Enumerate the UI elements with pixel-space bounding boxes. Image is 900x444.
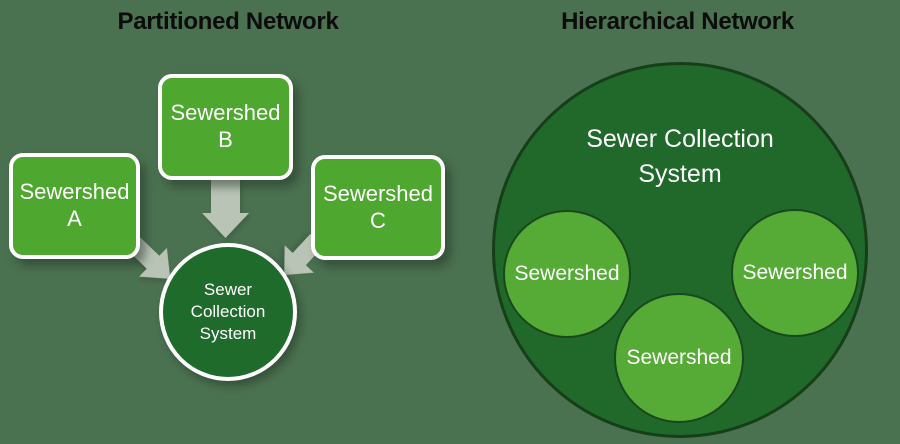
sewershed-b-label-line2: B — [218, 127, 233, 152]
sewershed-a-box: Sewershed A — [9, 153, 140, 259]
sewershed-b-box: Sewershed B — [158, 74, 293, 180]
sewershed-circle-left-label: Sewershed — [514, 262, 620, 285]
sewershed-circle-left: Sewershed — [503, 210, 631, 338]
center-circle-label-line2: Collection — [190, 302, 266, 322]
sewershed-circle-right: Sewershed — [731, 209, 859, 337]
sewershed-c-box: Sewershed C — [311, 155, 445, 260]
sewer-collection-system-node: Sewer Collection System — [159, 243, 297, 381]
center-circle-label-line1: Sewer — [203, 280, 253, 300]
outer-circle-label: Sewer Collection System — [530, 122, 830, 192]
outer-circle-label-line1: Sewer Collection — [586, 125, 774, 153]
sewershed-c-label-line1: Sewershed — [322, 180, 434, 206]
center-circle-label-line3: System — [199, 323, 257, 343]
sewershed-circle-right-label: Sewershed — [742, 261, 848, 284]
sewershed-a-label-line2: A — [67, 206, 82, 231]
sewershed-circle-bottom-label: Sewershed — [626, 346, 732, 369]
arrow-from-b-icon — [202, 180, 249, 238]
hierarchical-network-title: Hierarchical Network — [561, 8, 794, 35]
outer-circle-label-line2: System — [638, 160, 722, 188]
sewershed-c-label-line2: C — [370, 207, 386, 233]
sewershed-b-label-line1: Sewershed — [170, 100, 281, 126]
sewershed-a-label-line1: Sewershed — [19, 179, 130, 205]
sewershed-circle-bottom: Sewershed — [614, 293, 744, 423]
partitioned-network-title: Partitioned Network — [117, 8, 339, 35]
